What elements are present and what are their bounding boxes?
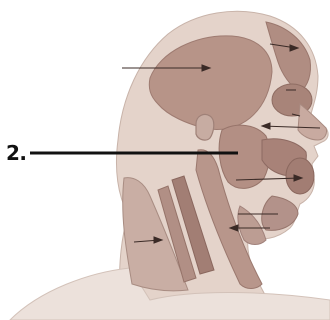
label-2: 2.: [6, 143, 27, 163]
orbicularis-oris-muscle: [286, 158, 314, 194]
ear: [196, 114, 214, 140]
